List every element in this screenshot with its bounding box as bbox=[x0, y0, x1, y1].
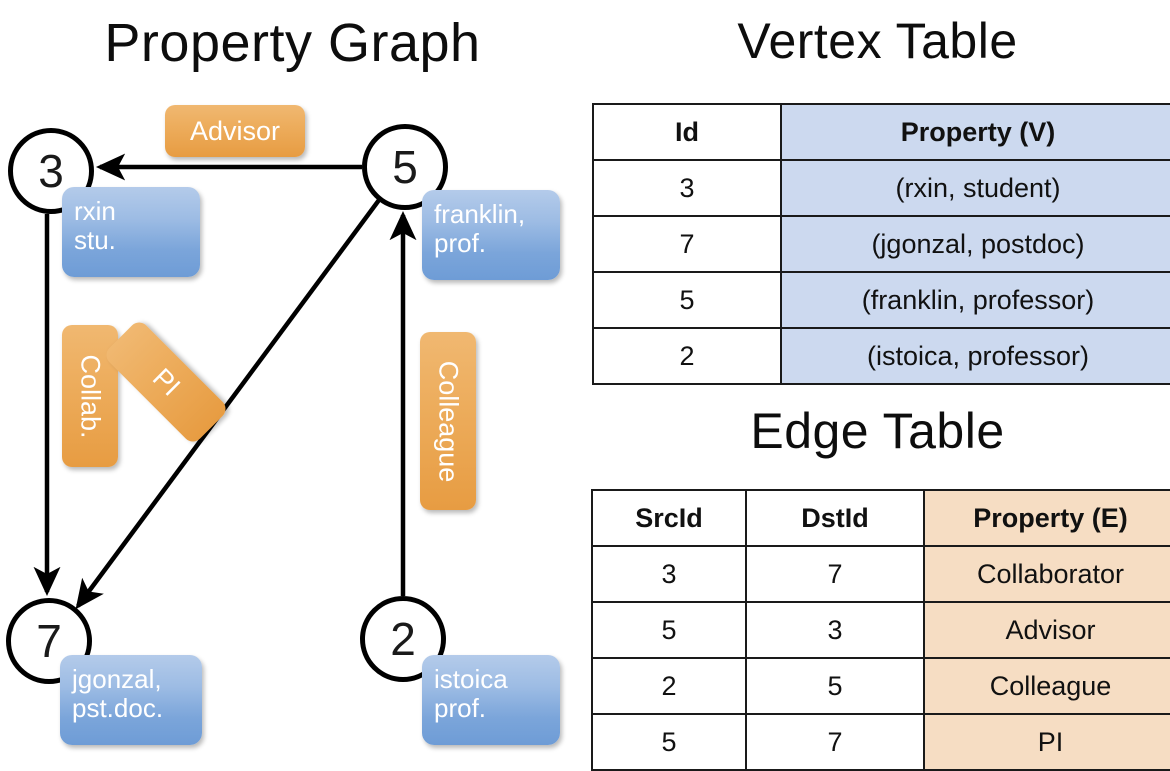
vertex-callout-jgonzal-line1: jgonzal, bbox=[72, 664, 162, 694]
vertex-cell-id: 2 bbox=[592, 327, 782, 385]
graph-node-7-label: 7 bbox=[36, 615, 62, 667]
edge-callout-colleague-text: Colleague bbox=[433, 360, 464, 482]
table-row[interactable]: 2 (istoica, professor) bbox=[592, 327, 1170, 385]
vertex-cell-property: (rxin, student) bbox=[780, 159, 1170, 217]
vertex-table-header-row: Id Property (V) bbox=[592, 103, 1170, 161]
page-title-property-graph: Property Graph bbox=[104, 13, 481, 73]
page-title-vertex-table: Vertex Table bbox=[737, 13, 1018, 69]
table-row[interactable]: 3 7 Collaborator bbox=[591, 545, 1170, 603]
table-row[interactable]: 2 5 Colleague bbox=[591, 657, 1170, 715]
edge-cell-dstid: 7 bbox=[745, 713, 925, 771]
vertex-callout-franklin-line2: prof. bbox=[434, 228, 487, 259]
vertex-cell-property: (jgonzal, postdoc) bbox=[780, 215, 1170, 273]
vertex-cell-id: 5 bbox=[592, 271, 782, 329]
vertex-callout-rxin-line1: rxin bbox=[74, 196, 116, 226]
edge-cell-property: PI bbox=[923, 713, 1170, 771]
vertex-callout-rxin-line2: stu. bbox=[74, 225, 116, 256]
table-row[interactable]: 3 (rxin, student) bbox=[592, 159, 1170, 217]
vertex-table-header-id: Id bbox=[592, 103, 782, 161]
edge-table-header-dstid: DstId bbox=[745, 489, 925, 547]
edge-cell-dstid: 3 bbox=[745, 601, 925, 659]
edge-arrow-5-to-7 bbox=[75, 194, 384, 610]
edge-cell-dstid: 5 bbox=[745, 657, 925, 715]
graph-node-2-label: 2 bbox=[390, 613, 416, 665]
vertex-callout-istoica-line1: istoica bbox=[434, 664, 508, 694]
property-graph-diagram: 3 5 7 2 rxin stu. franklin, prof. jgonza… bbox=[0, 0, 585, 760]
vertex-callout-jgonzal-line2: pst.doc. bbox=[72, 693, 164, 724]
vertex-callout-jgonzal: jgonzal, pst.doc. bbox=[60, 655, 202, 745]
edge-table-header-property: Property (E) bbox=[923, 489, 1170, 547]
graph-node-5-label: 5 bbox=[392, 141, 418, 193]
edge-callout-advisor-text: Advisor bbox=[189, 115, 281, 146]
edge-callout-advisor: Advisor bbox=[165, 105, 305, 157]
edge-callout-colleague: Colleague bbox=[420, 332, 476, 510]
vertex-callout-franklin: franklin, prof. bbox=[422, 190, 560, 280]
vertex-cell-id: 3 bbox=[592, 159, 782, 217]
vertex-callout-rxin: rxin stu. bbox=[62, 187, 200, 277]
edge-callout-collab-text: Collab. bbox=[75, 353, 106, 439]
edge-cell-srcid: 5 bbox=[591, 601, 747, 659]
graph-node-2[interactable]: 2 bbox=[360, 596, 446, 682]
edge-cell-property: Advisor bbox=[923, 601, 1170, 659]
page-title-edge-table: Edge Table bbox=[750, 403, 1005, 459]
vertex-callout-istoica: istoica prof. bbox=[422, 655, 560, 745]
edge-cell-property: Collaborator bbox=[923, 545, 1170, 603]
graph-edge-arrows bbox=[33, 153, 417, 610]
table-row[interactable]: 5 (franklin, professor) bbox=[592, 271, 1170, 329]
edge-cell-srcid: 3 bbox=[591, 545, 747, 603]
edge-cell-srcid: 2 bbox=[591, 657, 747, 715]
edge-table: SrcId DstId Property (E) 3 7 Collaborato… bbox=[591, 489, 1170, 771]
vertex-cell-property: (franklin, professor) bbox=[780, 271, 1170, 329]
vertex-table-header-property: Property (V) bbox=[780, 103, 1170, 161]
graph-node-3-label: 3 bbox=[38, 145, 64, 197]
vertex-cell-id: 7 bbox=[592, 215, 782, 273]
edge-table-header-row: SrcId DstId Property (E) bbox=[591, 489, 1170, 547]
edge-table-header-srcid: SrcId bbox=[591, 489, 747, 547]
table-row[interactable]: 5 7 PI bbox=[591, 713, 1170, 771]
vertex-callout-franklin-line1: franklin, bbox=[434, 199, 526, 229]
edge-cell-dstid: 7 bbox=[745, 545, 925, 603]
vertex-cell-property: (istoica, professor) bbox=[780, 327, 1170, 385]
table-row[interactable]: 7 (jgonzal, postdoc) bbox=[592, 215, 1170, 273]
table-row[interactable]: 5 3 Advisor bbox=[591, 601, 1170, 659]
edge-cell-srcid: 5 bbox=[591, 713, 747, 771]
edge-callout-pi-text: PI bbox=[146, 362, 186, 402]
graph-node-5[interactable]: 5 bbox=[362, 124, 448, 210]
vertex-callout-istoica-line2: prof. bbox=[434, 693, 487, 724]
edge-cell-property: Colleague bbox=[923, 657, 1170, 715]
vertex-table: Id Property (V) 3 (rxin, student) 7 (jgo… bbox=[592, 103, 1170, 385]
